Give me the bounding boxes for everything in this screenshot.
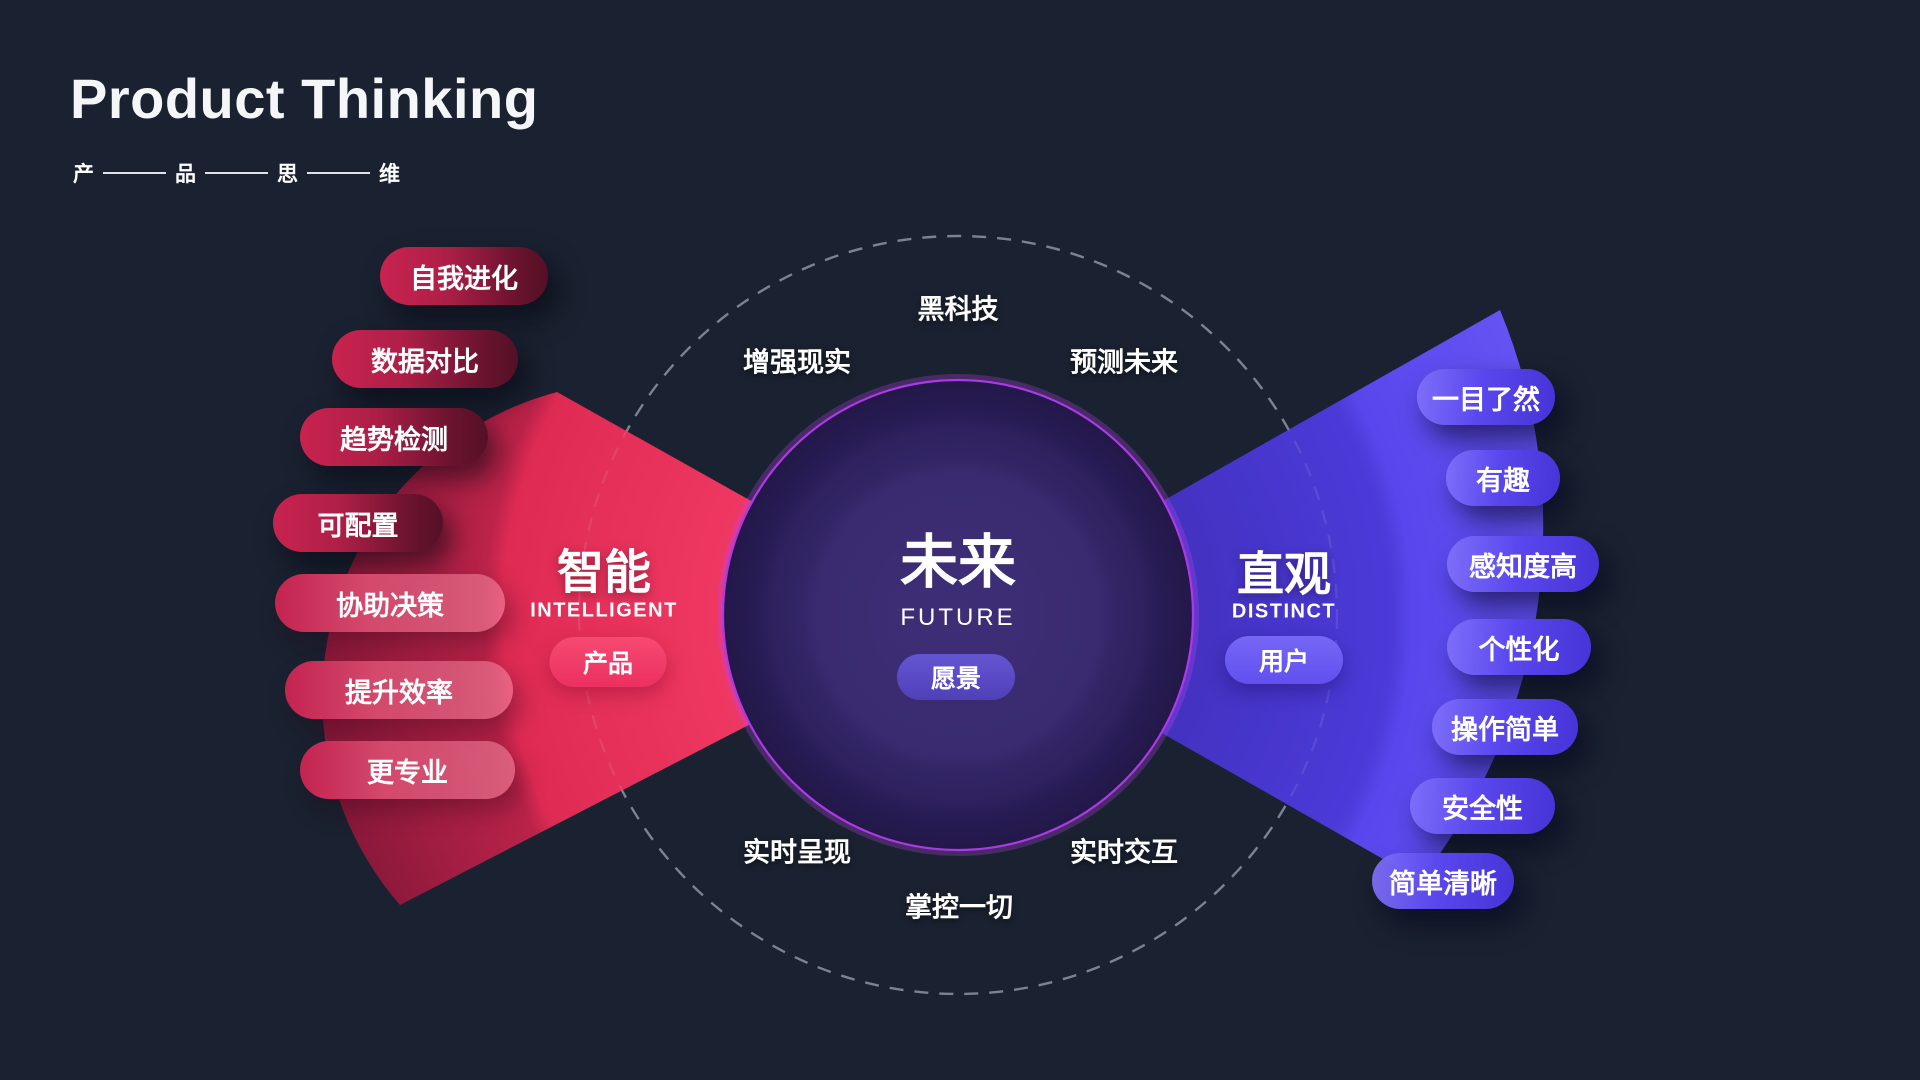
subtitle: 产 品 思 维 [73,158,400,188]
left-feature-pill: 趋势检测 [300,408,488,466]
right-wing-title-zh: 直观 [1237,547,1331,601]
center-title-zh: 未来 [899,530,1017,595]
right-fan-shape [958,310,1544,880]
subtitle-divider [205,171,268,175]
orbit-label-top-right: 预测未来 [1070,347,1178,378]
subtitle-divider [307,171,370,175]
center-title-en: FUTURE [900,604,1016,631]
subtitle-divider [103,171,166,175]
orbit-label-bottom: 掌控一切 [905,892,1013,923]
page-title: Product Thinking [70,67,539,130]
left-feature-pill: 可配置 [273,494,443,552]
right-feature-pill: 一目了然 [1417,369,1555,425]
left-wing-title-zh: 智能 [557,545,651,599]
center-badge-pill: 愿景 [897,654,1015,700]
left-feature-pill: 提升效率 [285,661,513,719]
orbit-label-top-left: 增强现实 [743,347,851,378]
right-feature-pill: 操作简单 [1432,699,1578,755]
left-feature-pill: 自我进化 [380,247,548,305]
subtitle-char: 品 [175,163,196,186]
right-feature-pill: 简单清晰 [1372,853,1514,909]
subtitle-char: 产 [73,163,94,186]
left-wing-title-en: INTELLIGENT [530,599,678,622]
subtitle-char: 思 [277,163,298,186]
right-wing-title-en: DISTINCT [1231,600,1337,623]
left-feature-pill: 数据对比 [332,330,518,388]
right-feature-pill: 安全性 [1410,778,1555,834]
left-feature-pill: 协助决策 [275,574,505,632]
left-feature-pill: 更专业 [300,741,515,799]
center-circle-glow [717,374,1199,856]
orbit-label-bottom-right: 实时交互 [1070,837,1178,868]
dashed-orbit-overlay [577,234,1339,996]
center-circle [721,378,1195,852]
right-feature-pill: 个性化 [1447,619,1591,675]
right-feature-pill: 感知度高 [1447,536,1599,592]
orbit-label-top: 黑科技 [917,294,999,325]
right-feature-pill: 有趣 [1446,450,1560,506]
right-wing-badge-pill: 用户 [1225,636,1343,684]
left-wing-badge-pill: 产品 [549,637,667,687]
orbit-label-bottom-left: 实时呈现 [743,837,851,868]
subtitle-char: 维 [379,163,400,186]
